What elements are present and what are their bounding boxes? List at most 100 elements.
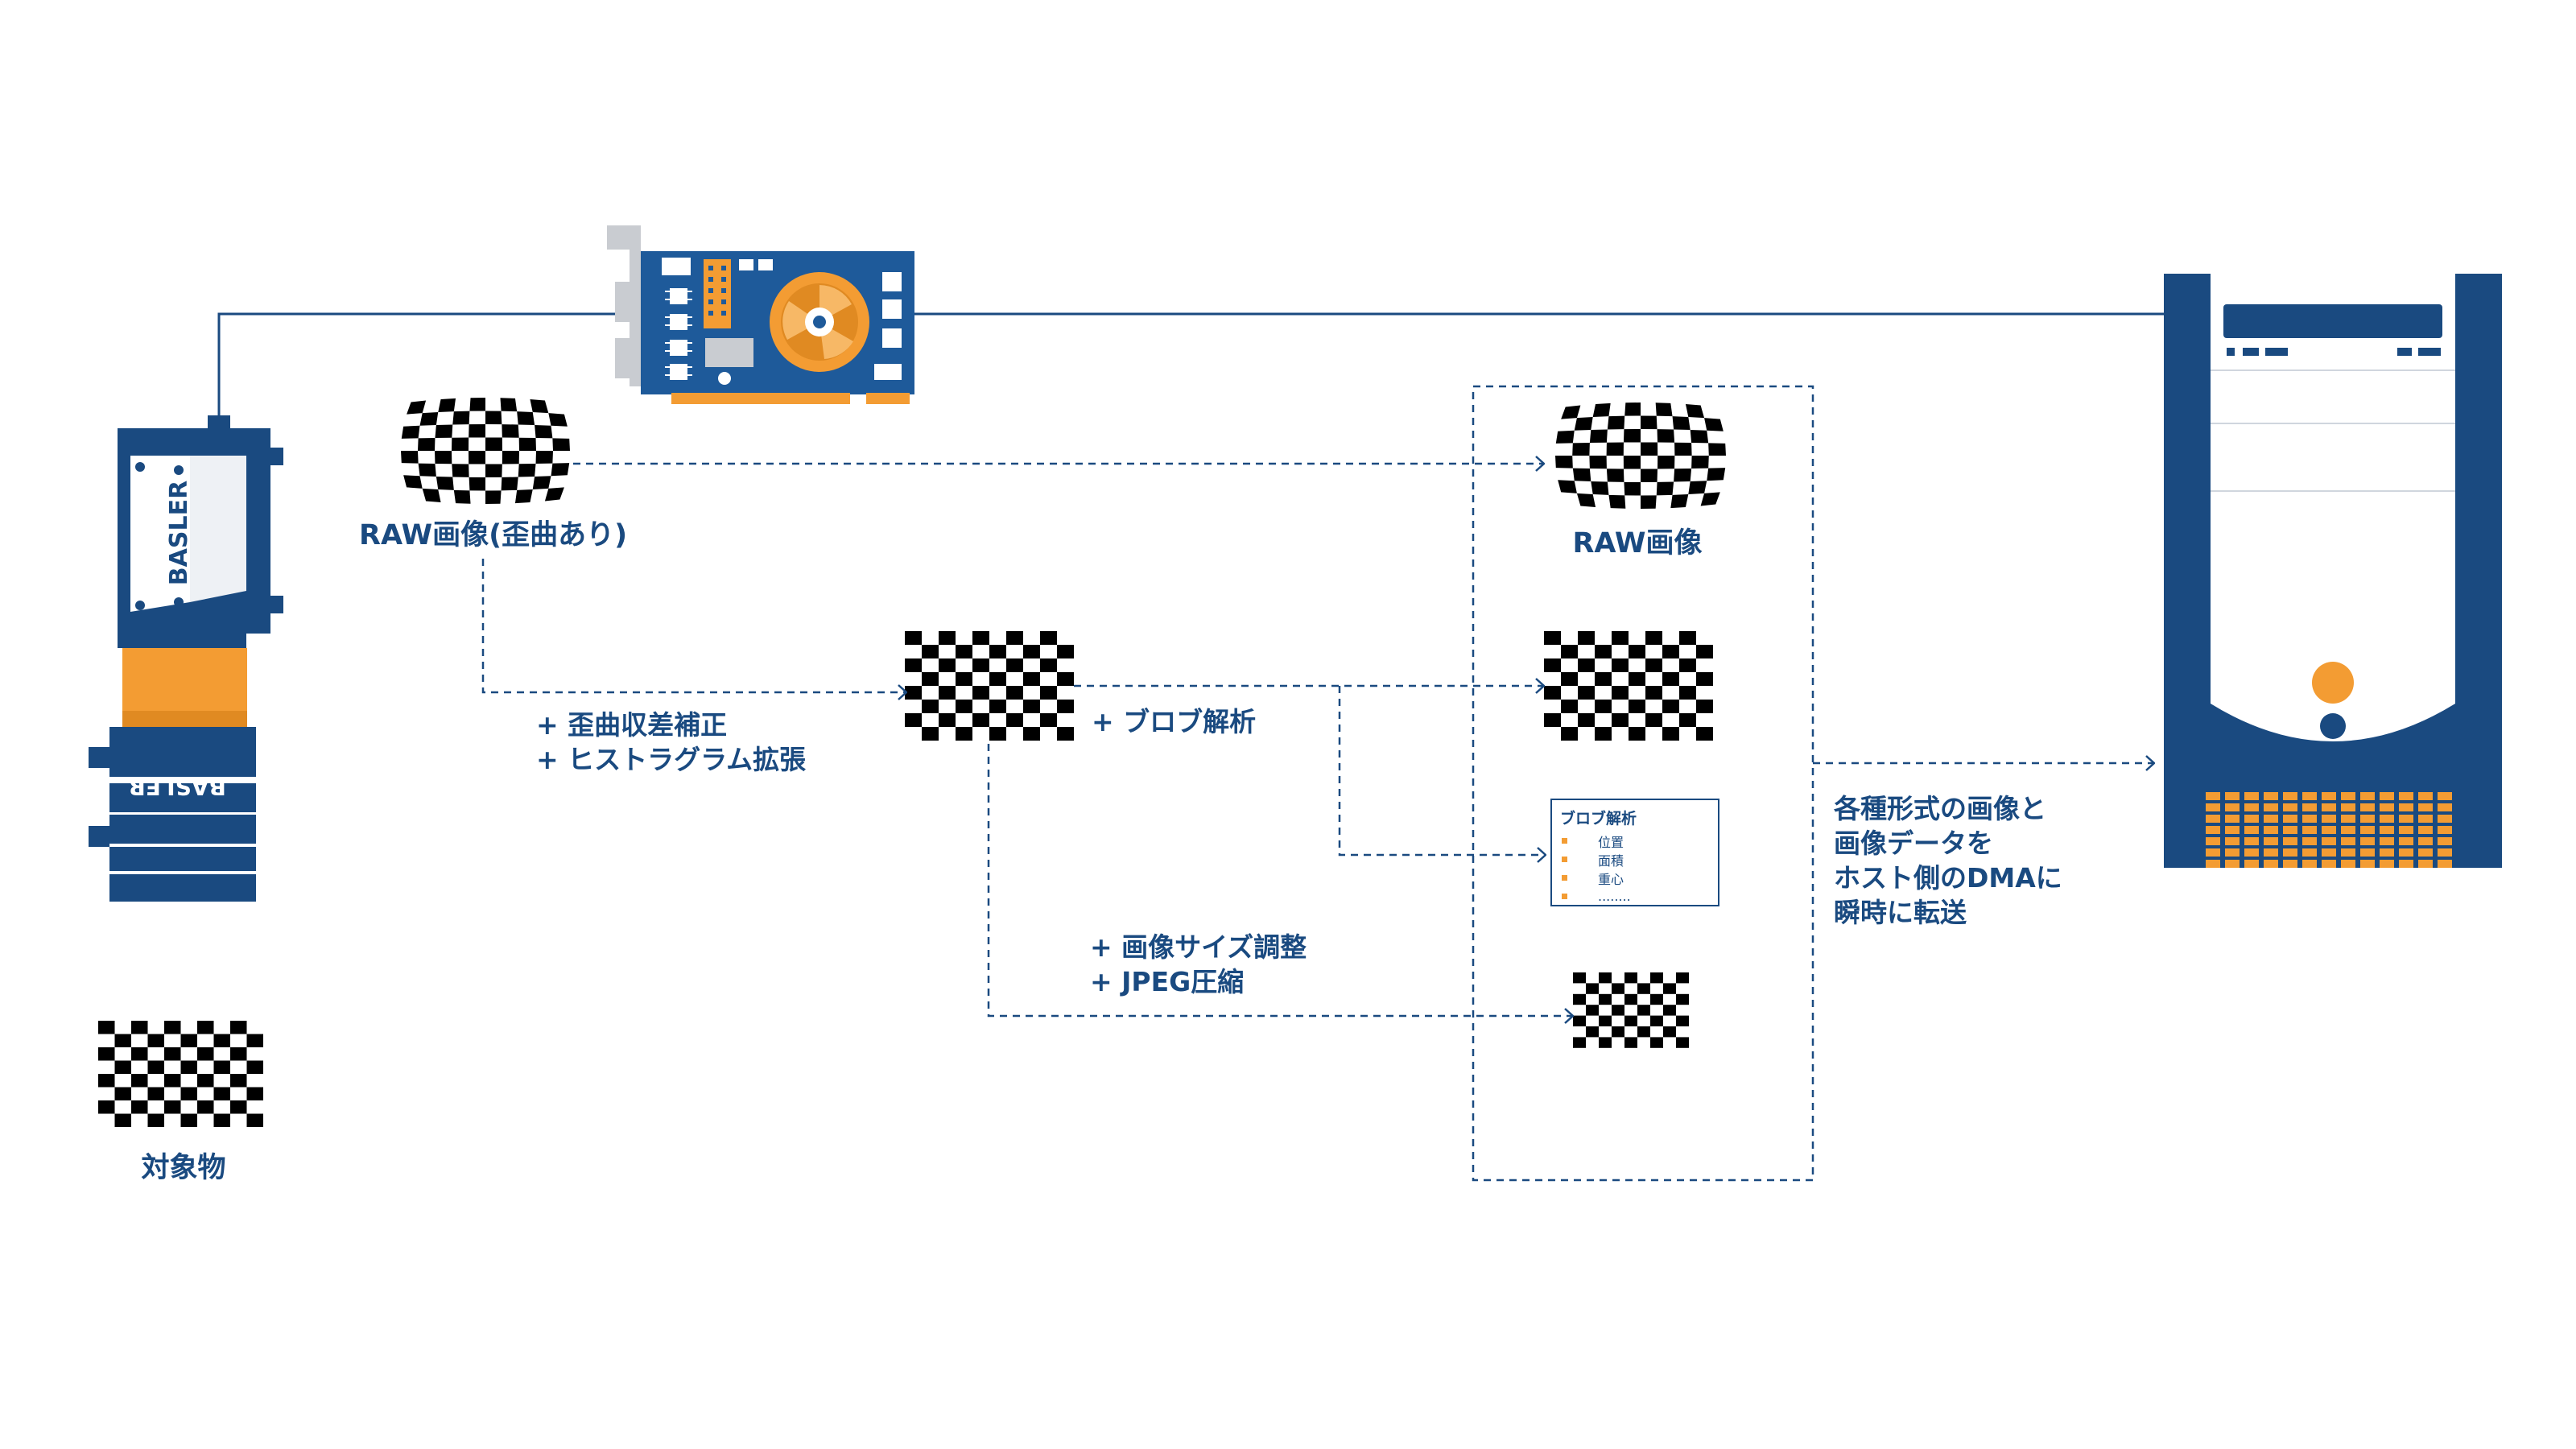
resize-step: + 画像サイズ調整 <box>1090 931 1307 963</box>
checker-square <box>1645 713 1662 727</box>
blob-card-title: ブロブ解析 <box>1560 810 1637 828</box>
checker-square <box>1589 429 1608 443</box>
blob-step-label: + ブロブ解析 <box>1092 706 1257 737</box>
checker-square <box>114 1060 131 1074</box>
checker-square <box>1624 1015 1637 1026</box>
checker-square <box>1586 1026 1599 1038</box>
frame-grabber-card-icon <box>607 225 914 404</box>
checker-square <box>956 645 972 658</box>
checker-square <box>972 631 989 645</box>
checker-square <box>438 398 456 412</box>
checker-square <box>1637 1026 1650 1038</box>
checker-square <box>905 686 922 700</box>
vent-slot <box>2264 826 2278 834</box>
checker-square <box>1578 658 1595 672</box>
checker-square <box>197 1074 214 1088</box>
vent-slot <box>2264 792 2278 800</box>
checker-square <box>518 464 536 477</box>
checker-square <box>1676 993 1689 1005</box>
vent-slot <box>2206 826 2220 834</box>
vent-slot <box>2283 860 2297 868</box>
target-label: 対象物 <box>141 1152 226 1184</box>
blob-card-item: 重心 <box>1560 869 1710 887</box>
checker-square <box>1629 727 1645 741</box>
checker-square <box>1679 713 1696 727</box>
checker-square <box>1657 429 1675 443</box>
vent-slot <box>2438 792 2452 800</box>
vent-slot <box>2283 826 2297 834</box>
dma-note-line: ホスト側のDMAに <box>1834 861 2062 894</box>
checker-square <box>1700 492 1720 506</box>
vent-slot <box>2322 803 2336 811</box>
checker-square <box>552 438 570 451</box>
checker-square <box>1555 456 1573 469</box>
checker-square <box>180 1060 197 1074</box>
checker-square <box>1544 658 1561 672</box>
checker-square <box>1696 700 1713 713</box>
checker-square <box>114 1113 131 1127</box>
checker-square <box>131 1074 148 1088</box>
checker-square <box>939 631 956 645</box>
checker-square <box>1589 456 1607 469</box>
checker-square <box>1573 1015 1586 1026</box>
checker-square <box>1674 469 1692 482</box>
checker-square <box>1572 468 1591 482</box>
checker-square <box>1650 993 1663 1005</box>
vent-slot <box>2399 848 2413 857</box>
checker-square <box>1572 442 1590 456</box>
blob-card-item: 位置 <box>1560 832 1710 850</box>
vent-slot <box>2302 848 2317 857</box>
vent-slot <box>2438 837 2452 845</box>
checker-square <box>1040 713 1057 727</box>
checker-square <box>213 1060 230 1074</box>
checker-square <box>1676 1037 1689 1048</box>
checker-square <box>1023 672 1040 686</box>
vent-slot <box>2206 837 2220 845</box>
checker-square <box>1641 495 1657 509</box>
raw-output-label: RAW画像 <box>1572 527 1703 559</box>
checker-square <box>246 1087 263 1100</box>
dma-note-line: 瞬時に転送 <box>1834 896 1967 928</box>
checker-square <box>469 477 485 491</box>
checker-square <box>1612 983 1624 994</box>
checker-square <box>956 672 972 686</box>
checker-square <box>418 463 436 477</box>
vent-slot <box>2341 792 2355 800</box>
checker-square <box>1578 631 1595 645</box>
checker-square <box>972 713 989 727</box>
vent-slot <box>2264 860 2278 868</box>
vent-slot <box>2380 837 2394 845</box>
vent-slot <box>2438 803 2452 811</box>
checker-square <box>1645 631 1662 645</box>
checker-square <box>1561 405 1581 419</box>
checker-square <box>1679 658 1696 672</box>
vent-slot <box>2360 837 2375 845</box>
checker-square <box>98 1047 115 1061</box>
vent-slot <box>2360 815 2375 823</box>
checker-square <box>1586 983 1599 994</box>
vent-slot <box>2244 860 2259 868</box>
vent-slot <box>2283 803 2297 811</box>
checker-square <box>1629 700 1645 713</box>
checker-square <box>401 451 419 464</box>
checker-square <box>1006 713 1023 727</box>
bullet-icon <box>1562 857 1567 862</box>
vent-slot <box>2380 860 2394 868</box>
checker-square <box>922 700 939 713</box>
checker-square <box>956 727 972 741</box>
checker-square <box>1662 672 1679 686</box>
resize-step: + JPEG圧縮 <box>1090 965 1245 997</box>
checker-square <box>1057 645 1074 658</box>
checker-square <box>1544 631 1561 645</box>
checker-square <box>147 1087 164 1100</box>
checker-square <box>1663 983 1676 994</box>
checker-square <box>1599 1037 1612 1048</box>
checker-square <box>1641 442 1658 456</box>
checker-square <box>407 400 427 415</box>
vent-slot <box>2418 837 2433 845</box>
checker-square <box>1624 972 1637 984</box>
checker-square <box>1578 713 1595 727</box>
checker-square <box>905 713 922 727</box>
vent-slot <box>2264 803 2278 811</box>
checker-square <box>1696 727 1713 741</box>
